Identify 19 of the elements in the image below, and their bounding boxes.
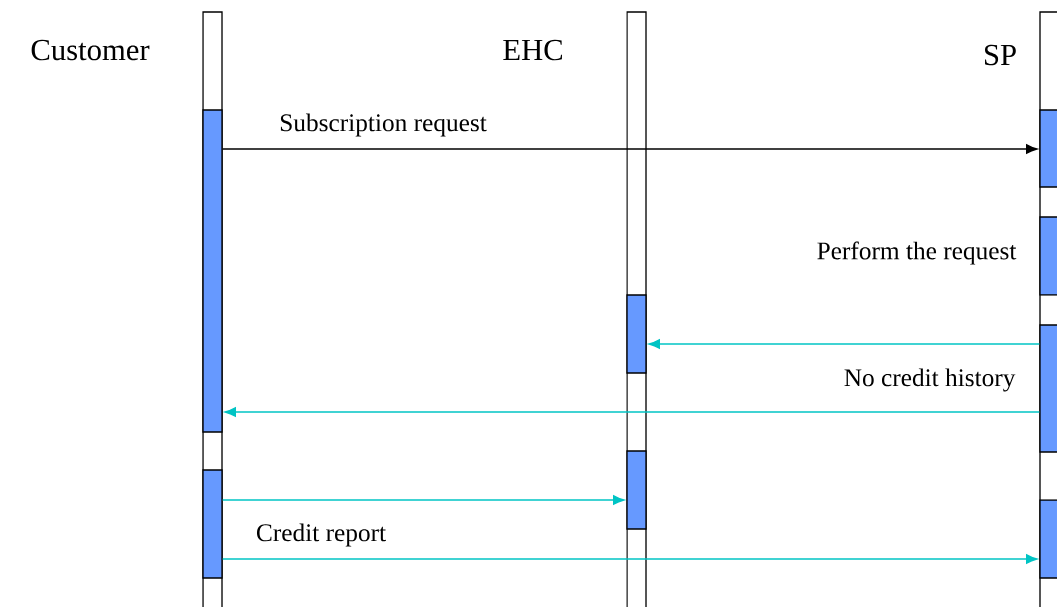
message-label: Subscription request bbox=[277, 112, 489, 138]
lifeline-label: Customer bbox=[31, 39, 150, 61]
action-label: Perform the request bbox=[817, 241, 1017, 265]
activation-bar bbox=[1039, 109, 1057, 188]
message-label: No credit history bbox=[842, 367, 1017, 393]
message-arrow bbox=[222, 144, 1038, 154]
activation-bar bbox=[626, 294, 647, 374]
activation-bar bbox=[626, 450, 647, 530]
activation-bar bbox=[1039, 499, 1057, 579]
message-arrow bbox=[222, 554, 1038, 564]
activation-bar bbox=[202, 109, 223, 433]
message-arrow bbox=[222, 495, 625, 505]
message-arrow bbox=[648, 339, 1040, 349]
lifeline-label: SP bbox=[985, 44, 1016, 66]
activation-bar bbox=[1039, 324, 1057, 453]
lifeline-label: EHC bbox=[503, 39, 562, 61]
activation-bar bbox=[202, 469, 223, 579]
message-arrow bbox=[224, 407, 1040, 417]
message-label: Credit report bbox=[254, 522, 388, 548]
